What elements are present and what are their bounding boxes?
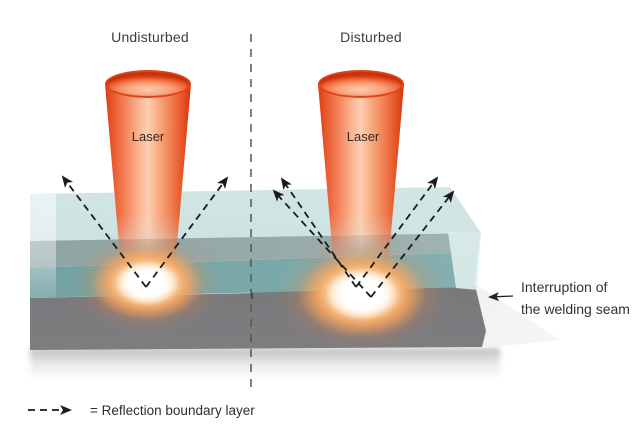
reflection-arrow-right-inner-left	[280, 177, 357, 288]
laser-beam-top-undisturbed	[105, 70, 191, 98]
laser-beam-top-disturbed	[318, 70, 404, 98]
laser-label-disturbed: Laser	[346, 129, 380, 144]
reflection-arrow-left-up-left	[61, 175, 147, 288]
reflection-arrow-left-up-right	[145, 176, 229, 288]
panel-title-undisturbed: Undisturbed	[111, 29, 189, 45]
legend-label: = Reflection boundary layer	[90, 403, 255, 418]
welding-seam-step	[251, 287, 253, 299]
panel-title-disturbed: Disturbed	[340, 29, 402, 45]
block-shadow	[30, 348, 500, 384]
laser-label-undisturbed: Laser	[131, 129, 165, 144]
glass-left-end-cap	[28, 194, 56, 298]
weld-glow-core-undisturbed	[115, 261, 179, 305]
laser-beam-disturbed	[318, 84, 404, 268]
interruption-pointer-arrow	[488, 292, 514, 302]
reflection-arrow-right-inner-right	[355, 176, 439, 288]
interruption-callout-line2: the welding seam	[521, 301, 630, 317]
interruption-callout-line1: Interruption of	[521, 279, 608, 295]
reflection-arrow-right-outer-left	[272, 189, 372, 298]
reflection-arrow-right-outer-right	[370, 190, 455, 298]
